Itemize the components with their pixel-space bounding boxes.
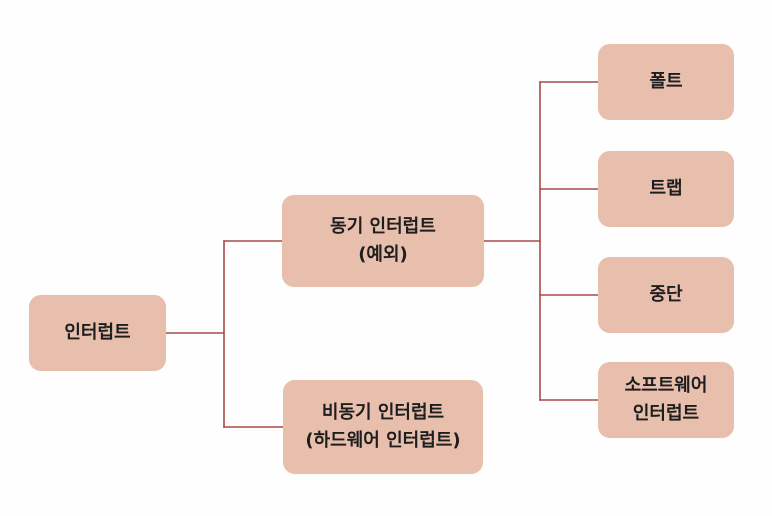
node-trap: 트랩 bbox=[598, 151, 734, 227]
node-software-interrupt-sublabel: 인터럽트 bbox=[632, 403, 700, 424]
node-software-interrupt: 소프트웨어 인터럽트 bbox=[598, 362, 734, 438]
node-interrupt-label: 인터럽트 bbox=[64, 322, 131, 344]
node-abort: 중단 bbox=[598, 257, 734, 333]
node-asynchronous-interrupt: 비동기 인터럽트 (하드웨어 인터럽트) bbox=[283, 380, 483, 474]
node-synchronous-interrupt-label: 동기 인터럽트 bbox=[330, 216, 436, 238]
node-fault: 폴트 bbox=[598, 44, 734, 120]
node-synchronous-interrupt: 동기 인터럽트 (예외) bbox=[282, 195, 484, 287]
node-synchronous-interrupt-sublabel: (예외) bbox=[358, 244, 408, 265]
node-interrupt: 인터럽트 bbox=[29, 295, 166, 371]
node-abort-label: 중단 bbox=[649, 284, 683, 306]
node-asynchronous-interrupt-sublabel: (하드웨어 인터럽트) bbox=[305, 430, 461, 451]
node-software-interrupt-label: 소프트웨어 bbox=[624, 375, 708, 397]
node-trap-label: 트랩 bbox=[649, 178, 683, 200]
node-asynchronous-interrupt-label: 비동기 인터럽트 bbox=[321, 402, 445, 424]
node-fault-label: 폴트 bbox=[649, 71, 683, 93]
